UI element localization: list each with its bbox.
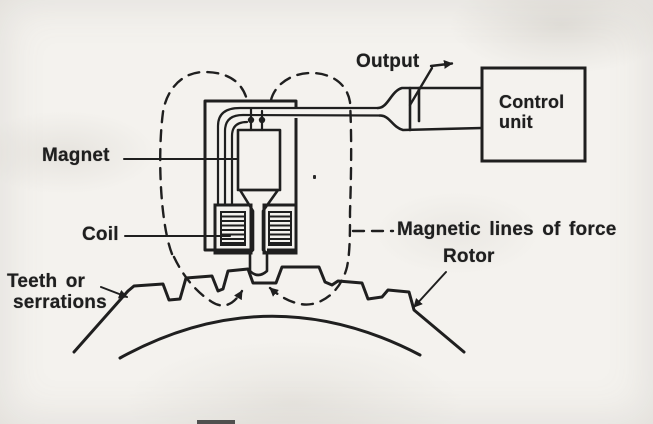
rotor-label: Rotor (443, 246, 495, 267)
rotor-body-arc (118, 314, 422, 360)
output-arrow (408, 59, 454, 107)
control-unit-label-line2: unit (499, 112, 533, 132)
label-leaders (100, 158, 447, 308)
scan-mark-bottom (197, 420, 235, 424)
control-unit-label: Control unit (499, 92, 564, 132)
magnetic-lines-label: Magnetic lines of force (397, 219, 617, 240)
control-unit-box (480, 66, 587, 163)
coil-right-winding (268, 211, 292, 246)
field-line-left-lower-arc (172, 255, 244, 307)
connector-plug (376, 86, 484, 132)
magnet-label: Magnet (42, 145, 110, 166)
field-line-left-loop (159, 70, 249, 256)
teeth-arrow (100, 286, 128, 299)
scan-artifacts (197, 175, 316, 424)
coil-left-winding (220, 211, 246, 246)
teeth-label-line2: serrations (13, 292, 107, 313)
terminal-dots (247, 116, 266, 124)
coil-right-frame (262, 203, 298, 255)
teeth-label: Teeth or serrations (7, 271, 107, 313)
rotor-teeth-profile (72, 265, 466, 354)
scan-speck (313, 175, 316, 179)
rotor-gear (72, 265, 466, 360)
coil-pair (213, 203, 298, 255)
rotor-leader-line (413, 271, 447, 308)
control-unit-label-line1: Control (499, 92, 565, 112)
field-line-right-loop (268, 71, 353, 306)
coil-label: Coil (82, 224, 119, 245)
magnetic-field-lines (159, 70, 395, 307)
teeth-label-line1: Teeth or (7, 271, 86, 292)
output-label: Output (356, 51, 420, 72)
magnet-body (236, 128, 282, 192)
